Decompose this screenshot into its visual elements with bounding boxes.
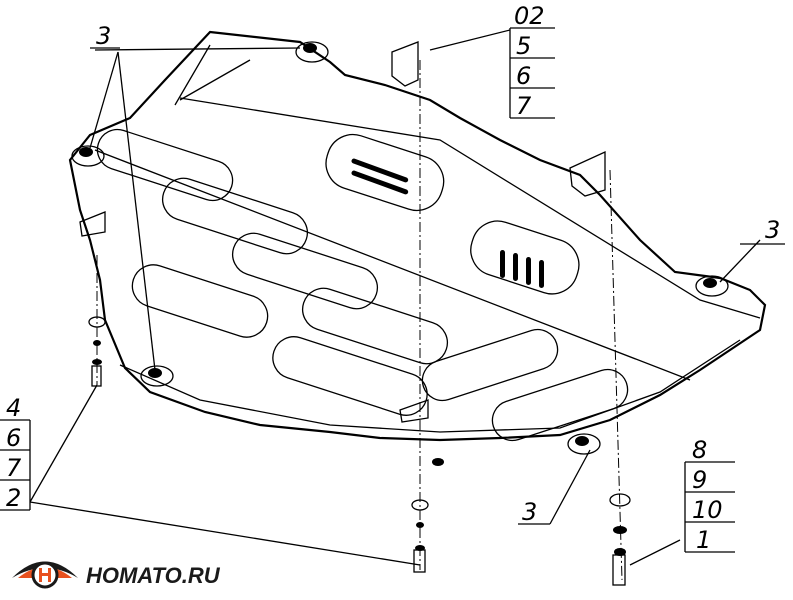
bracket bbox=[569, 150, 606, 197]
callout-label: 7 bbox=[6, 454, 22, 482]
skid-plate-outline bbox=[68, 30, 767, 442]
callout-label: 3 bbox=[765, 216, 780, 244]
mounting-boss bbox=[71, 145, 105, 167]
skid-plate-top-flange bbox=[174, 44, 761, 319]
bracket bbox=[399, 399, 429, 423]
callout-label: 10 bbox=[692, 496, 723, 524]
axis-line bbox=[609, 169, 623, 581]
fastener-stack-right bbox=[609, 493, 631, 586]
mounting-boss bbox=[140, 365, 174, 387]
callout-label: 7 bbox=[516, 92, 532, 120]
callout-label: 5 bbox=[516, 32, 531, 60]
callout-label: 3 bbox=[522, 498, 537, 526]
skid-plate-fold-line bbox=[94, 59, 691, 381]
skid-plate-front-lip bbox=[119, 339, 741, 433]
logo-text: HOMATO.RU bbox=[86, 563, 221, 588]
stamped-slot bbox=[231, 232, 379, 310]
stamped-slot bbox=[491, 368, 629, 442]
callout-label: 02 bbox=[514, 2, 545, 30]
mounting-boss bbox=[295, 41, 329, 63]
callout-label: 9 bbox=[692, 466, 707, 494]
callout-stack-frame bbox=[0, 27, 785, 553]
stamped-slot bbox=[96, 128, 234, 202]
stamped-slot bbox=[421, 328, 559, 402]
callout-label: 6 bbox=[6, 424, 21, 452]
leader-lines bbox=[29, 29, 761, 566]
callout-label: 4 bbox=[6, 394, 21, 422]
bracket bbox=[79, 211, 106, 237]
callout-label: 1 bbox=[696, 526, 711, 554]
mounting-boss bbox=[567, 433, 601, 455]
bracket bbox=[391, 41, 419, 87]
callout-label: 8 bbox=[692, 436, 707, 464]
stamped-slot bbox=[161, 177, 309, 255]
louver-panel bbox=[470, 220, 580, 295]
louver-slots bbox=[351, 158, 544, 288]
stamped-slot bbox=[131, 264, 269, 338]
mounting-boss bbox=[695, 275, 729, 297]
homato-logo[interactable]: HOMATO.RU bbox=[12, 561, 221, 589]
homato-emblem-icon bbox=[12, 561, 78, 589]
callout-label: 2 bbox=[6, 484, 21, 512]
callout-label: 6 bbox=[516, 62, 531, 90]
louver-panel bbox=[325, 133, 445, 212]
stamped-slot bbox=[301, 287, 449, 365]
callout-label: 3 bbox=[96, 22, 111, 50]
fastener-stack-center bbox=[411, 458, 444, 573]
